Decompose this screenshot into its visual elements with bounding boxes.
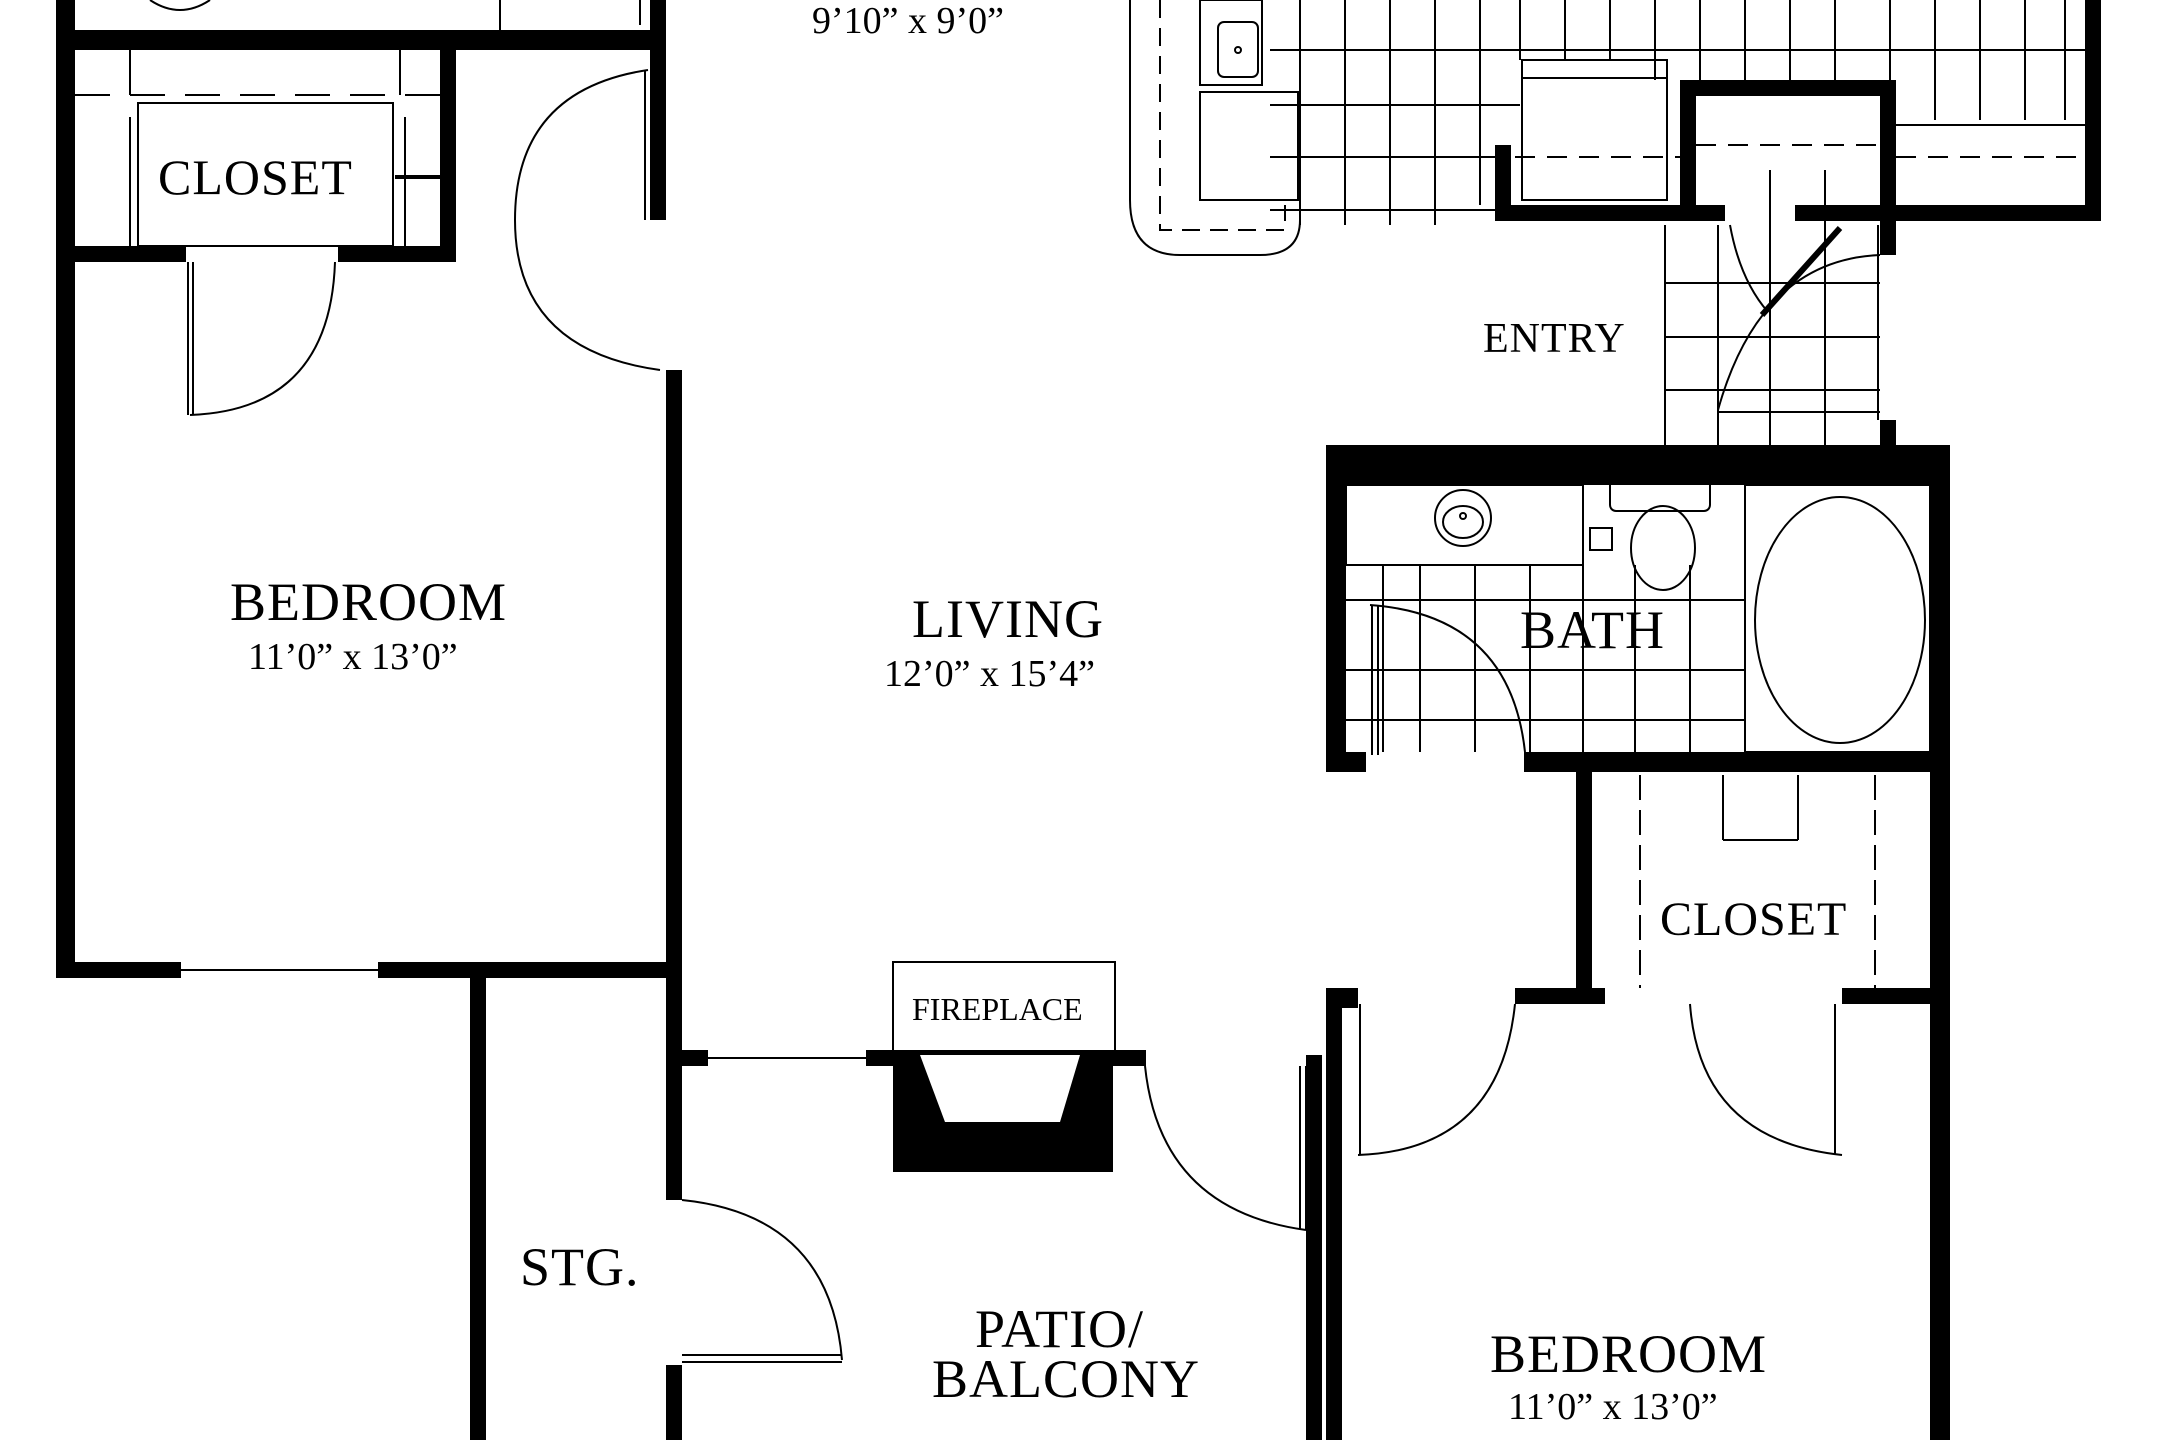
kitchen-dimensions: 9’10” x 9’0” (812, 0, 1005, 42)
storage-label: STG. (520, 1237, 640, 1297)
patio-label-line1: PATIO/ (975, 1299, 1145, 1359)
kitchen-tile-grid (1270, 0, 2085, 225)
closet-left-label: CLOSET (158, 149, 353, 205)
bedroom-left-label: BEDROOM (230, 572, 508, 632)
fixtures (75, 0, 2085, 1363)
fireplace-label: FIREPLACE (912, 991, 1083, 1027)
walls (56, 0, 2101, 1440)
bedroom-right-dimensions: 11’0” x 13’0” (1508, 1386, 1718, 1428)
bedroom-right-label: BEDROOM (1490, 1324, 1768, 1384)
bedroom-left-dimensions: 11’0” x 13’0” (248, 636, 458, 678)
bath-label: BATH (1520, 600, 1666, 660)
living-label: LIVING (912, 589, 1104, 649)
patio-label-line2: BALCONY (932, 1349, 1201, 1409)
living-dimensions: 12’0” x 15’4” (884, 653, 1096, 695)
closet-right-label: CLOSET (1660, 893, 1848, 946)
entry-label: ENTRY (1483, 316, 1626, 362)
bath-tile-grid (1346, 565, 1745, 752)
